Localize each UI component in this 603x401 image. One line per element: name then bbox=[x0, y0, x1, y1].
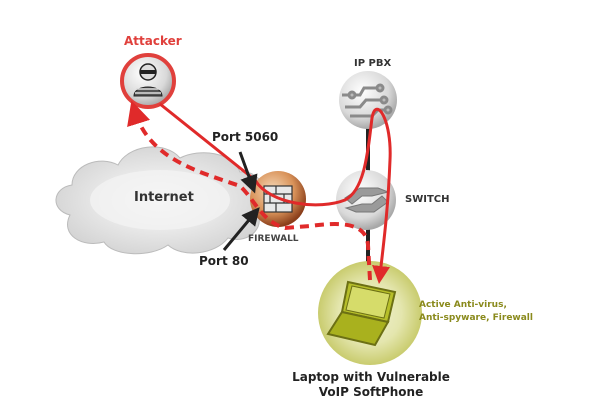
laptop-icon bbox=[326, 280, 397, 347]
laptop-node bbox=[318, 261, 422, 365]
laptop-label-line-1: Laptop with Vulnerable bbox=[292, 370, 450, 384]
protection-line-2: Anti-spyware, Firewall bbox=[419, 313, 533, 323]
port-80-arrow bbox=[222, 207, 260, 251]
ip-pbx-node bbox=[339, 71, 397, 129]
laptop-label: Laptop with Vulnerable VoIP SoftPhone bbox=[286, 370, 456, 400]
attack-path-dashed bbox=[127, 100, 372, 281]
port-80-label: Port 80 bbox=[199, 254, 249, 268]
internet-cloud-icon bbox=[55, 146, 265, 255]
laptop-label-line-2: VoIP SoftPhone bbox=[318, 385, 424, 399]
switch-label: SWITCH bbox=[405, 194, 450, 205]
internet-label: Internet bbox=[134, 190, 194, 205]
port-5060-arrow bbox=[238, 151, 258, 194]
port-5060-label: Port 5060 bbox=[212, 130, 279, 144]
protection-line-1: Active Anti-virus, bbox=[419, 300, 507, 310]
attack-path-solid bbox=[159, 102, 392, 284]
firewall-label: FIREWALL bbox=[248, 234, 299, 244]
circuit-board-icon bbox=[342, 83, 393, 118]
attacker-label: Attacker bbox=[124, 34, 182, 48]
attacker-node bbox=[120, 53, 176, 109]
protection-note: Active Anti-virus, Anti-spyware, Firewal… bbox=[419, 299, 533, 325]
masked-burglar-icon bbox=[133, 63, 163, 97]
ip-pbx-label: IP PBX bbox=[354, 58, 392, 69]
brick-wall-icon bbox=[263, 185, 293, 213]
